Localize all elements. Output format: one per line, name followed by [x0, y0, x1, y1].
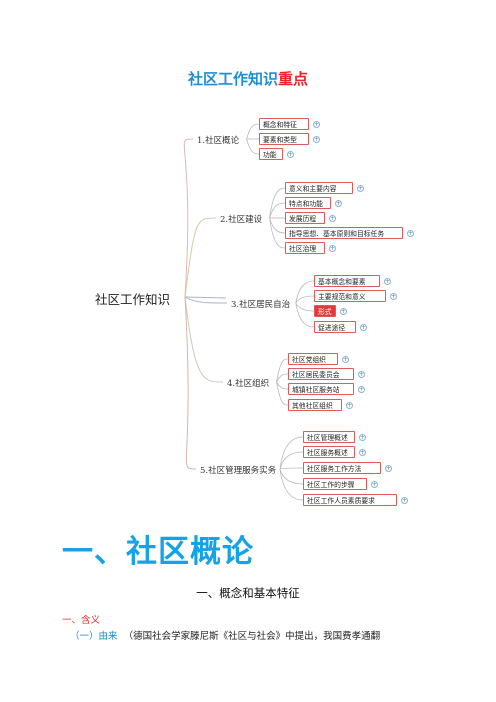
connector-branch-leaf — [269, 202, 286, 219]
connector-branch-leaf — [279, 468, 304, 501]
mindmap-leaf[interactable]: 概念和特征 — [259, 118, 309, 130]
mindmap-leaf[interactable]: 要素和类型 — [259, 133, 309, 145]
document-title: 社区工作知识重点 — [0, 68, 496, 89]
expand-plus-icon[interactable]: + — [340, 307, 347, 315]
expand-plus-icon[interactable]: + — [358, 385, 365, 393]
mindmap-leaf[interactable]: 社区居民委员会 — [288, 368, 354, 380]
connector-branch-leaf — [279, 467, 304, 470]
connector-branch-leaf — [279, 436, 304, 470]
connector-branch-leaf — [246, 138, 260, 155]
connector-branch-leaf — [279, 451, 304, 470]
mindmap-leaf[interactable]: 社区服务概述 — [303, 446, 355, 458]
expand-plus-icon[interactable]: + — [390, 292, 397, 300]
mindmap-leaf[interactable]: 特点和功能 — [285, 197, 331, 209]
mindmap-branch: 3.社区居民自治 — [231, 300, 291, 310]
heading-3: 一、含义 — [62, 615, 101, 626]
expand-plus-icon[interactable]: + — [329, 244, 336, 252]
title-main: 社区工作知识 — [187, 70, 278, 88]
heading-1: 一、社区概论 — [62, 534, 254, 570]
expand-plus-icon[interactable]: + — [287, 150, 294, 158]
mindmap-leaf[interactable]: 意义和主要内容 — [285, 182, 353, 194]
mindmap-branch: 1.社区概论 — [197, 136, 240, 146]
expand-plus-icon[interactable]: + — [385, 464, 392, 472]
connector-root-branch — [184, 296, 224, 383]
mindmap-leaf[interactable]: 发展历程 — [285, 212, 325, 224]
expand-plus-icon[interactable]: + — [335, 199, 342, 207]
expand-plus-icon[interactable]: + — [357, 184, 364, 192]
connector-branch-leaf — [295, 302, 315, 312]
mindmap-leaf[interactable]: 主要规范和意义 — [314, 290, 386, 302]
connector-branch-leaf — [269, 217, 286, 249]
mindmap-branch: 4.社区组织 — [227, 379, 270, 389]
connector-root-branch — [183, 138, 194, 298]
expand-plus-icon[interactable]: + — [346, 401, 353, 409]
paragraph-line: （一）由来 （德国社会学家滕尼斯《社区与社会》中提出，我国费孝通翻 — [70, 628, 380, 642]
connector-branch-leaf — [295, 302, 315, 328]
expand-plus-icon[interactable]: + — [329, 214, 336, 222]
expand-plus-icon[interactable]: + — [342, 355, 349, 363]
expand-plus-icon[interactable]: + — [371, 480, 378, 488]
connector-branch-leaf — [276, 381, 289, 390]
expand-plus-icon[interactable]: + — [313, 135, 320, 143]
mindmap-branch: 2.社区建设 — [220, 215, 263, 225]
title-highlight: 重点 — [278, 70, 309, 88]
connector-root-line — [184, 296, 227, 299]
paragraph-label: 由来 — [98, 631, 118, 642]
mindmap-leaf[interactable]: 基本概念和要素 — [314, 275, 380, 287]
expand-plus-icon[interactable]: + — [407, 229, 414, 237]
connector-root-branch — [184, 296, 197, 470]
mindmap-leaf[interactable]: 社区党组织 — [288, 353, 338, 365]
paragraph-text: （德国社会学家滕尼斯《社区与社会》中提出，我国费孝通翻 — [123, 631, 381, 642]
mindmap-branch: 5.社区管理服务实务 — [200, 466, 277, 476]
heading-2: 一、概念和基本特征 — [196, 586, 300, 600]
connector-branch-leaf — [269, 217, 286, 234]
connector-branch-leaf — [279, 468, 304, 485]
mindmap-leaf[interactable]: 功能 — [259, 148, 283, 160]
expand-plus-icon[interactable]: + — [360, 323, 367, 331]
expand-plus-icon[interactable]: + — [358, 370, 365, 378]
mindmap-leaf[interactable]: 社区工作人员素质要求 — [303, 494, 397, 506]
expand-plus-icon[interactable]: + — [384, 277, 391, 285]
paragraph-number: （一） — [70, 631, 99, 642]
connector-branch-leaf — [276, 358, 289, 383]
connector-branch-leaf — [295, 295, 315, 304]
connector-branch-leaf — [295, 280, 315, 304]
mindmap-leaf[interactable]: 促进途径 — [314, 321, 356, 333]
connector-branch-leaf — [246, 123, 260, 140]
connector-branch-leaf — [276, 373, 289, 383]
expand-plus-icon[interactable]: + — [401, 496, 408, 504]
mindmap-root: 社区工作知识 — [95, 292, 171, 307]
mindmap-leaf[interactable]: 社区治理 — [285, 242, 325, 254]
expand-plus-icon[interactable]: + — [359, 448, 366, 456]
connector-root-branch — [184, 296, 228, 304]
mindmap-connectors — [183, 123, 315, 501]
expand-plus-icon[interactable]: + — [313, 120, 320, 128]
connector-branch-leaf — [276, 381, 289, 406]
mindmap-leaf[interactable]: 社区服务工作方法 — [303, 462, 381, 474]
mindmap-leaf[interactable]: 社区工作的步骤 — [303, 478, 367, 490]
mindmap-leaf[interactable]: 指导思想、基本原则和目标任务 — [285, 227, 403, 239]
mindmap-leaf[interactable]: 形式 — [314, 305, 336, 317]
expand-plus-icon[interactable]: + — [359, 433, 366, 441]
connector-branch-leaf — [269, 187, 286, 219]
mindmap-leaf[interactable]: 城镇社区服务站 — [288, 383, 354, 395]
connector-root-branch — [184, 217, 217, 298]
mindmap-leaf[interactable]: 其他社区组织 — [288, 399, 342, 411]
mindmap-leaf[interactable]: 社区管理概述 — [303, 431, 355, 443]
